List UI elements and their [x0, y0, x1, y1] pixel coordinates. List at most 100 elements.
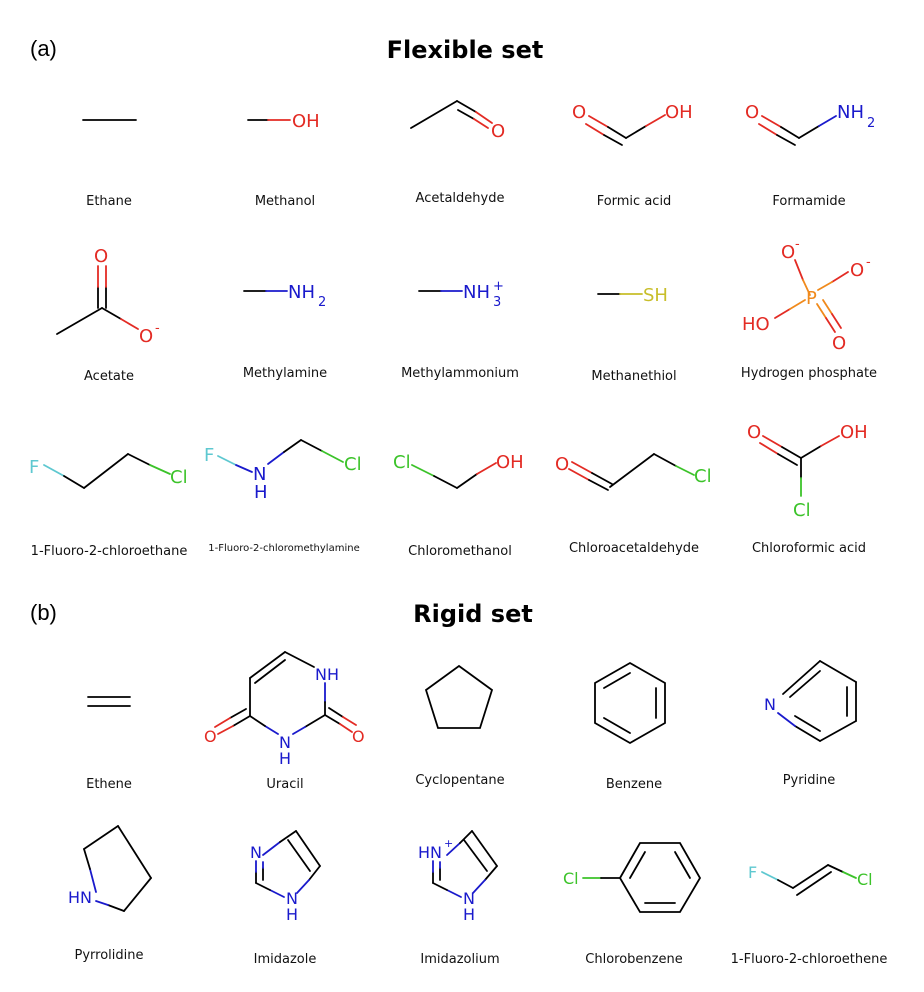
structure-imidazole	[255, 830, 321, 898]
panel-a-label: (a)	[30, 36, 57, 61]
label-imidazolium-plus: +	[444, 837, 453, 850]
label-formic-acid-oh: OH	[665, 102, 693, 123]
label-uracil-o-left: O	[204, 727, 217, 746]
name-formamide: Formamide	[772, 194, 846, 209]
name-fluoro-chloroethane: 1-Fluoro-2-chloroethane	[30, 544, 188, 559]
name-methylamine: Methylamine	[242, 366, 328, 381]
structure-fluoro-chloroethene	[761, 864, 857, 896]
label-cfa-cl: Cl	[793, 500, 811, 521]
label-acetate-o: O	[94, 246, 108, 267]
panel-b-label: (b)	[30, 600, 57, 625]
label-imidazole-n-bottom: N	[286, 889, 298, 908]
name-methylammonium: Methylammonium	[401, 366, 519, 381]
name-cyclopentane: Cyclopentane	[415, 773, 505, 788]
label-acetaldehyde-o: O	[491, 121, 505, 142]
label-imidazolium-n-bottom: N	[463, 889, 475, 908]
structure-uracil	[214, 651, 357, 735]
label-fcma-cl: Cl	[344, 454, 362, 475]
label-cfa-oh: OH	[840, 422, 868, 443]
label-methylamine-sub: 2	[318, 295, 326, 310]
label-imidazolium-hn: HN	[418, 843, 442, 862]
label-formamide-nh: NH	[837, 102, 864, 123]
name-acetate: Acetate	[84, 369, 134, 384]
name-pyridine: Pyridine	[782, 773, 836, 788]
structure-formic-acid	[585, 114, 666, 146]
label-cm-oh: OH	[496, 452, 524, 473]
label-phosphate-p: P	[806, 288, 817, 309]
name-imidazole: Imidazole	[253, 952, 317, 967]
label-uracil-h: H	[279, 749, 291, 768]
label-methylamine-nh: NH	[288, 282, 315, 303]
label-fcma-f: F	[204, 445, 214, 466]
structure-fluoro-chloromethylamine	[217, 439, 344, 473]
structure-chloroacetaldehyde	[568, 453, 695, 491]
name-benzene: Benzene	[605, 777, 663, 792]
label-pyridine-n: N	[764, 695, 776, 714]
structure-pyrrolidine	[83, 825, 152, 912]
label-methylammonium-nh: NH	[463, 282, 490, 303]
label-phosphate-ho: HO	[742, 314, 770, 335]
structure-chloromethanol	[411, 462, 497, 489]
label-pyrrolidine-hn: HN	[68, 888, 92, 907]
name-chloroacetaldehyde: Chloroacetaldehyde	[568, 541, 700, 556]
name-acetaldehyde: Acetaldehyde	[415, 191, 505, 206]
label-acetate-o-minus: O	[139, 326, 153, 347]
label-phosphate-o-right: O	[850, 260, 864, 281]
panel-b-title: Rigid set	[413, 600, 533, 628]
label-uracil-nh-top: NH	[315, 665, 339, 684]
label-uracil-n: N	[279, 733, 291, 752]
label-imidazole-h: H	[286, 905, 298, 924]
structure-fluoro-chloroethane	[43, 453, 171, 489]
label-formamide-sub: 2	[867, 116, 875, 131]
name-fluoro-chloroethene: 1-Fluoro-2-chloroethene	[730, 952, 888, 967]
label-imidazole-n: N	[250, 843, 262, 862]
label-formamide-o: O	[745, 102, 759, 123]
name-chloroformic-acid: Chloroformic acid	[751, 541, 867, 556]
label-cfa-o: O	[747, 422, 761, 443]
label-fcma-h: H	[254, 482, 268, 503]
label-ca-o: O	[555, 454, 569, 475]
label-phosphate-o-top: O	[781, 242, 795, 263]
structure-pyridine	[777, 660, 857, 742]
name-methanethiol: Methanethiol	[591, 369, 677, 384]
label-fcma-n: N	[253, 464, 266, 485]
structure-hydrogen-phosphate	[774, 259, 849, 333]
name-chlorobenzene: Chlorobenzene	[585, 952, 683, 967]
name-ethane: Ethane	[86, 194, 132, 209]
label-fcethene-f: F	[748, 863, 757, 882]
label-cm-cl: Cl	[393, 452, 411, 473]
label-acetate-minus: -	[155, 321, 160, 336]
label-imidazolium-h: H	[463, 905, 475, 924]
label-fce-f: F	[29, 457, 39, 478]
label-methylammonium-plus: +	[493, 279, 504, 294]
name-pyrrolidine: Pyrrolidine	[74, 948, 144, 963]
label-fcethene-cl: Cl	[857, 870, 873, 889]
label-methanethiol-sh: SH	[643, 285, 668, 306]
label-phosphate-o-bottom: O	[832, 333, 846, 354]
structure-acetaldehyde	[410, 100, 493, 129]
name-hydrogen-phosphate: Hydrogen phosphate	[740, 366, 878, 381]
name-ethene: Ethene	[86, 777, 132, 792]
structure-imidazolium	[432, 830, 498, 898]
name-methanol: Methanol	[254, 194, 316, 209]
structure-ethene	[87, 696, 131, 707]
label-methanol-oh: OH	[292, 111, 320, 132]
label-chlorobenzene-cl: Cl	[563, 869, 579, 888]
name-formic-acid: Formic acid	[596, 194, 672, 209]
panel-a-title: Flexible set	[386, 36, 544, 64]
structure-formamide	[758, 115, 837, 146]
structure-chloroformic-acid	[759, 435, 840, 497]
label-fce-cl: Cl	[170, 467, 188, 488]
structure-cyclopentane	[424, 664, 494, 729]
structure-benzene	[594, 661, 666, 745]
label-methylammonium-sub: 3	[493, 295, 501, 310]
name-chloromethanol: Chloromethanol	[408, 544, 512, 559]
label-formic-acid-o: O	[572, 102, 586, 123]
structure-acetate	[56, 265, 139, 335]
name-fluoro-chloromethylamine: 1-Fluoro-2-chloromethylamine	[208, 543, 360, 554]
label-phosphate-minus-right: -	[866, 255, 871, 270]
label-phosphate-minus-top: -	[795, 237, 800, 252]
label-ca-cl: Cl	[694, 466, 712, 487]
